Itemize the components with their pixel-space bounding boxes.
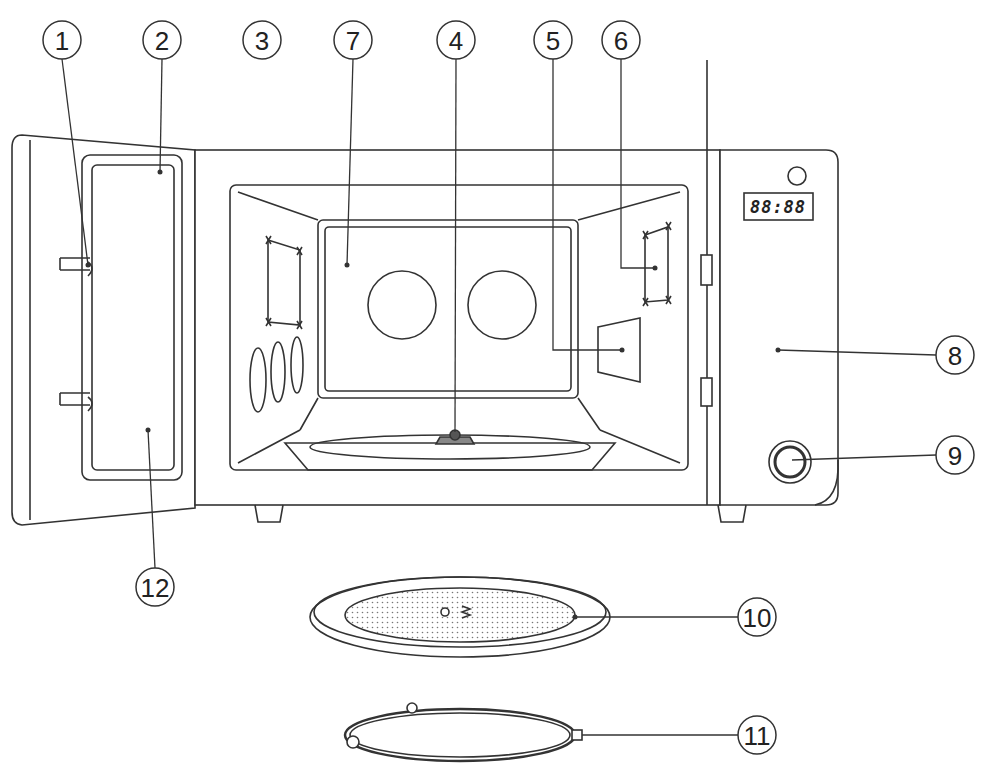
grill-mark bbox=[266, 236, 302, 329]
turntable-center bbox=[345, 588, 575, 642]
callout-circle bbox=[43, 21, 81, 59]
callout-circle bbox=[334, 21, 372, 59]
callout-number: 9 bbox=[948, 443, 962, 469]
cavity-frame bbox=[230, 185, 688, 470]
callout-number: 1 bbox=[55, 28, 69, 54]
callout-number: 4 bbox=[449, 28, 463, 54]
callout-circle bbox=[437, 21, 475, 59]
leader-line bbox=[778, 350, 936, 355]
vent bbox=[250, 348, 266, 412]
door-latch bbox=[60, 258, 90, 270]
foot bbox=[255, 505, 283, 522]
callout-circle bbox=[936, 336, 974, 374]
roller-wheel bbox=[407, 703, 417, 713]
callout-number: 12 bbox=[141, 575, 170, 601]
callout-circle bbox=[936, 436, 974, 474]
leader-dot bbox=[146, 428, 151, 433]
leader-line bbox=[62, 59, 88, 265]
callout-circle bbox=[738, 598, 776, 636]
callout-circle bbox=[602, 21, 640, 59]
leader-dot bbox=[345, 263, 350, 268]
door-window bbox=[92, 165, 174, 470]
leader-line bbox=[347, 59, 353, 265]
roller-wheel bbox=[572, 730, 582, 740]
callout-number: 3 bbox=[255, 28, 269, 54]
latch-slot bbox=[701, 255, 712, 285]
perspective-line bbox=[238, 192, 680, 463]
door-edge bbox=[29, 140, 31, 520]
grill bbox=[268, 240, 300, 325]
door-frame bbox=[82, 155, 182, 480]
callout-circle bbox=[534, 21, 572, 59]
callout-number: 11 bbox=[744, 723, 771, 749]
turntable-plate bbox=[310, 577, 610, 657]
turntable-recess bbox=[310, 435, 590, 459]
leader-line bbox=[148, 430, 155, 568]
leader-dot bbox=[86, 263, 91, 268]
roller-wheel bbox=[347, 736, 359, 748]
vent bbox=[271, 342, 285, 402]
knob-ring bbox=[775, 447, 805, 477]
leader-line bbox=[553, 59, 622, 350]
door bbox=[12, 135, 195, 525]
callout-number: 7 bbox=[346, 28, 360, 54]
vent bbox=[291, 337, 303, 393]
display-readout: 88:88 bbox=[750, 199, 806, 216]
back-wall-circle bbox=[468, 271, 536, 339]
callout-circle bbox=[738, 716, 776, 754]
plate-hub-key bbox=[462, 606, 470, 618]
perspective-line bbox=[300, 398, 600, 430]
leader-line bbox=[160, 59, 162, 172]
latch-slot bbox=[701, 378, 712, 406]
cavity-back-inner bbox=[325, 227, 571, 391]
callout-number: 5 bbox=[546, 28, 560, 54]
knob bbox=[769, 441, 811, 483]
leader-dot bbox=[776, 348, 781, 353]
turntable-rim bbox=[314, 577, 606, 647]
button bbox=[788, 167, 806, 185]
roller-ring bbox=[345, 709, 575, 761]
grill-mark bbox=[643, 222, 671, 306]
cavity-floor bbox=[285, 443, 615, 470]
callout-circle bbox=[136, 568, 174, 606]
leader-dot bbox=[158, 170, 163, 175]
panel-edge bbox=[815, 460, 838, 505]
door-latch-hook bbox=[88, 397, 92, 411]
control-panel bbox=[720, 150, 838, 505]
cavity-back-wall bbox=[318, 220, 578, 398]
leader-line bbox=[455, 59, 456, 432]
foot bbox=[718, 505, 746, 522]
leader-dot bbox=[653, 266, 658, 271]
leader-line bbox=[575, 616, 738, 617]
oven-body bbox=[195, 150, 720, 505]
callout-circle bbox=[143, 21, 181, 59]
back-wall-circle bbox=[368, 271, 436, 339]
door-latch bbox=[60, 393, 90, 405]
callout-number: 2 bbox=[155, 28, 169, 54]
leader-dot bbox=[620, 348, 625, 353]
display bbox=[744, 193, 813, 220]
callout-circle bbox=[243, 21, 281, 59]
leader-line bbox=[621, 59, 655, 268]
leader-line bbox=[582, 734, 738, 735]
leader-line bbox=[792, 455, 936, 460]
roller-ring-inner bbox=[350, 713, 570, 757]
callout-number: 10 bbox=[743, 605, 772, 631]
callout-number: 8 bbox=[948, 343, 962, 369]
plate-hub bbox=[441, 608, 449, 616]
callout-number: 6 bbox=[614, 28, 628, 54]
leader-dot bbox=[573, 615, 578, 620]
